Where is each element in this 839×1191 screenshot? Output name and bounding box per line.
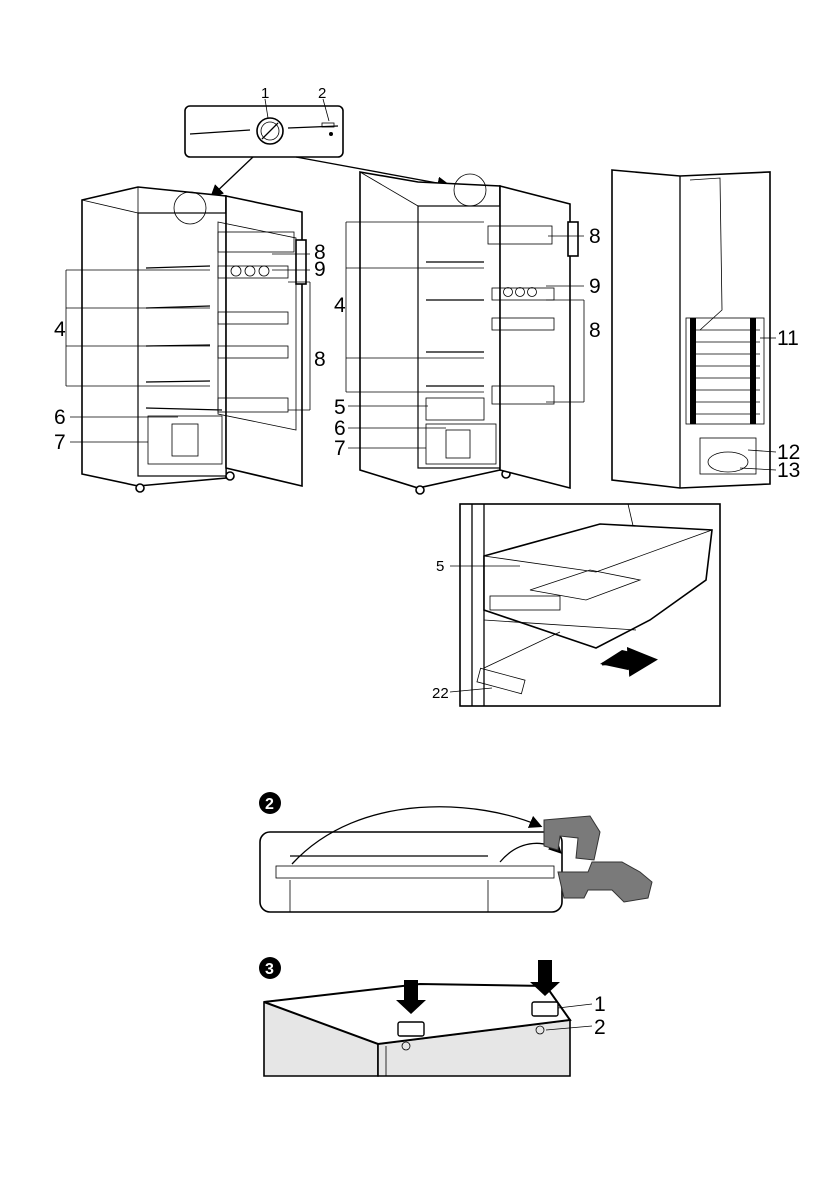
label-egg-tray-a: 9 — [314, 258, 326, 281]
label-shelves-a: 4 — [54, 318, 66, 341]
control-panel-callout: 1 2 — [185, 85, 448, 196]
label-crisper-a: 7 — [54, 431, 66, 454]
label-crisper-b: 7 — [334, 437, 346, 460]
label-egg-tray-b: 9 — [589, 275, 601, 298]
step-number-2: 2 — [265, 796, 274, 813]
label-interior-light: 2 — [318, 85, 326, 102]
label-door-shelves-b: 8 — [589, 319, 601, 342]
label-door-shelves-a: 8 — [314, 348, 326, 371]
step-number-3: 3 — [265, 961, 274, 978]
label-door-tray-top-b: 8 — [589, 225, 601, 248]
label-drip-tray: 13 — [777, 459, 800, 482]
fridge-open-side-view: 8 4 9 8 5 6 7 — [334, 172, 601, 494]
figure-3-top-caps: 3 1 2 — [259, 957, 606, 1076]
label-glass-cover-a: 6 — [54, 406, 66, 429]
label-drawer: 5 — [436, 558, 444, 575]
fridge-open-front-view: 8 9 4 8 6 7 — [54, 187, 326, 492]
label-rail: 22 — [432, 685, 449, 702]
label-chiller-drawer-b: 5 — [334, 396, 346, 419]
label-hinge-pin: 2 — [594, 1016, 606, 1039]
drawer-detail-panel: 5 22 — [432, 504, 720, 706]
label-cap: 1 — [594, 993, 606, 1016]
figure-2-door-top-change: 2 — [259, 792, 652, 912]
fridge-rear-view: 11 12 13 — [612, 170, 800, 488]
label-thermostat-knob: 1 — [261, 85, 269, 102]
label-shelves-b: 4 — [334, 294, 346, 317]
label-condenser: 11 — [777, 327, 799, 350]
